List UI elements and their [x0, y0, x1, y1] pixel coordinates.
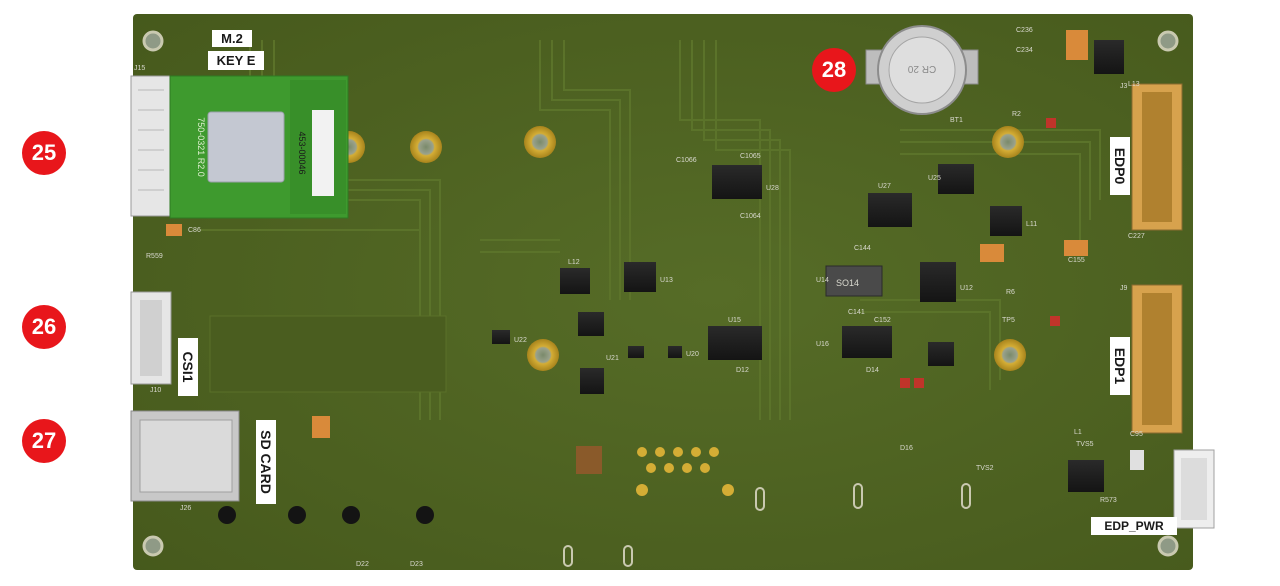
silk-c227: C227 [1128, 233, 1145, 240]
silk-u13: U13 [660, 277, 673, 284]
silk-j9: J9 [1120, 285, 1128, 292]
silk-j10: J10 [150, 387, 161, 394]
silk-c95: C95 [1130, 431, 1143, 438]
silk-c86: C86 [188, 227, 201, 234]
callout-27: 27 [22, 419, 66, 463]
silk-tvs5: TVS5 [1076, 441, 1094, 448]
key-e-label: KEY E [208, 51, 264, 70]
silk-u22: U22 [514, 337, 527, 344]
silk-r2: R2 [1012, 111, 1021, 118]
silk-j3: J3 [1120, 83, 1128, 90]
silk-u12: U12 [960, 285, 973, 292]
through-hole-header [636, 447, 734, 496]
silk-bt1: BT1 [950, 117, 963, 124]
mounting-holes [142, 30, 1179, 557]
silk-j26: J26 [180, 505, 191, 512]
silk-u20: U20 [686, 351, 699, 358]
silk-r559: R559 [146, 253, 163, 260]
sd-card-label: SD CARD [256, 420, 276, 504]
integrated-circuits [492, 40, 1124, 492]
silk-c144: C144 [854, 245, 871, 252]
silk-u14: U14 [816, 277, 829, 284]
silk-d23: D23 [410, 561, 423, 568]
silk-u16: U16 [816, 341, 829, 348]
silk-r573: R573 [1100, 497, 1117, 504]
callout-25: 25 [22, 131, 66, 175]
silk-d12: D12 [736, 367, 749, 374]
silk-c234: C234 [1016, 47, 1033, 54]
silk-u27: U27 [878, 183, 891, 190]
silk-r6: R6 [1006, 289, 1015, 296]
csi1-label: CSI1 [178, 338, 198, 396]
callout-28: 28 [812, 48, 856, 92]
edp0-label: EDP0 [1110, 137, 1130, 195]
silk-tp5: TP5 [1002, 317, 1015, 324]
silk-u15: U15 [728, 317, 741, 324]
silk-tvs2: TVS2 [976, 465, 994, 472]
silk-l12: L12 [568, 259, 580, 266]
silk-c236: C236 [1016, 27, 1033, 34]
callout-26: 26 [22, 305, 66, 349]
slot-outlines [563, 483, 971, 567]
silk-d22: D22 [356, 561, 369, 568]
passive-components [166, 30, 1144, 474]
silk-u28: U28 [766, 185, 779, 192]
module-id: 453-00046 [297, 131, 307, 174]
silk-c1064: C1064 [740, 213, 761, 220]
silk-c1065: C1065 [740, 153, 761, 160]
battery-marking: CR 20 [907, 63, 936, 74]
m2-label: M.2 [212, 30, 252, 47]
edp1-label: EDP1 [1110, 337, 1130, 395]
black-holes [218, 506, 434, 524]
silk-j15: J15 [134, 65, 145, 72]
silk-c155: C155 [1068, 257, 1085, 264]
silk-c1066: C1066 [676, 157, 697, 164]
module-part-number: 750-0321 R2.0 [196, 117, 206, 177]
silk-u21: U21 [606, 355, 619, 362]
edp-pwr-label: EDP_PWR [1091, 517, 1177, 535]
silk-l11: L11 [1026, 221, 1037, 228]
ground-plane-region [209, 315, 447, 393]
silk-l13: L13 [1128, 81, 1140, 88]
silk-u25: U25 [928, 175, 941, 182]
silk-d14: D14 [866, 367, 879, 374]
m2-connector-j15 [130, 75, 172, 217]
silk-c152: C152 [874, 317, 891, 324]
silk-l1: L1 [1074, 429, 1082, 436]
so14-chip [825, 265, 883, 297]
silk-d16: D16 [900, 445, 913, 452]
silk-so14: SO14 [836, 278, 859, 288]
silk-c141: C141 [848, 309, 865, 316]
